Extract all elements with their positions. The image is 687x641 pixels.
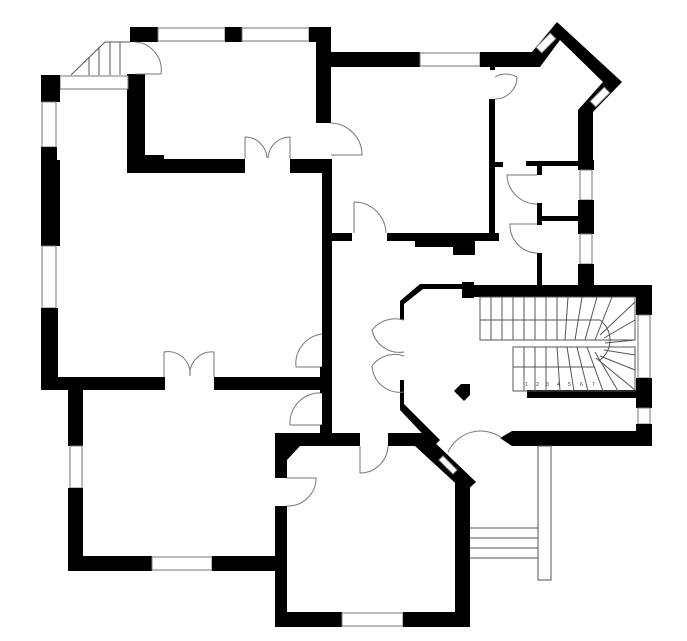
stair-step-number: 4 [557, 382, 560, 388]
double-door-left [244, 136, 268, 159]
entrance-door-swing [447, 430, 503, 453]
exterior-steps-bottom-right [470, 445, 552, 581]
stair-step-number: 2 [536, 382, 539, 388]
stair-hall: 1 2 3 4 5 6 7 [371, 282, 652, 453]
room-bottom-left [68, 385, 287, 571]
stair-step-number: 3 [546, 382, 549, 388]
stair-step-number: 1 [525, 382, 528, 388]
door-swing [371, 353, 405, 393]
double-door-right [189, 351, 215, 377]
stair-step-number: 6 [580, 382, 583, 388]
stair-step-number: 7 [592, 382, 595, 388]
door-swing [289, 392, 323, 426]
exterior-steps-top-left [59, 41, 130, 90]
room-top-center [316, 52, 535, 255]
door-swing [134, 41, 162, 75]
door-swing [506, 174, 538, 205]
door-swing [286, 477, 317, 507]
room-living [41, 75, 332, 431]
stair-step-number: 5 [568, 382, 571, 388]
door-swing [509, 223, 538, 254]
room-top-left [127, 27, 331, 173]
room-bay-corner [532, 22, 622, 290]
door-swing [353, 201, 387, 234]
staircase: 1 2 3 4 5 6 7 [479, 296, 636, 392]
double-door-right [267, 136, 291, 159]
room-small-wc [506, 161, 580, 287]
door-swing [494, 73, 518, 100]
door-swing [330, 122, 363, 156]
door-swing [295, 333, 323, 368]
room-bottom-center [275, 433, 476, 627]
door-swing [371, 318, 405, 353]
door-swing [359, 445, 389, 474]
hallway [289, 333, 332, 435]
double-door-left [163, 351, 191, 377]
